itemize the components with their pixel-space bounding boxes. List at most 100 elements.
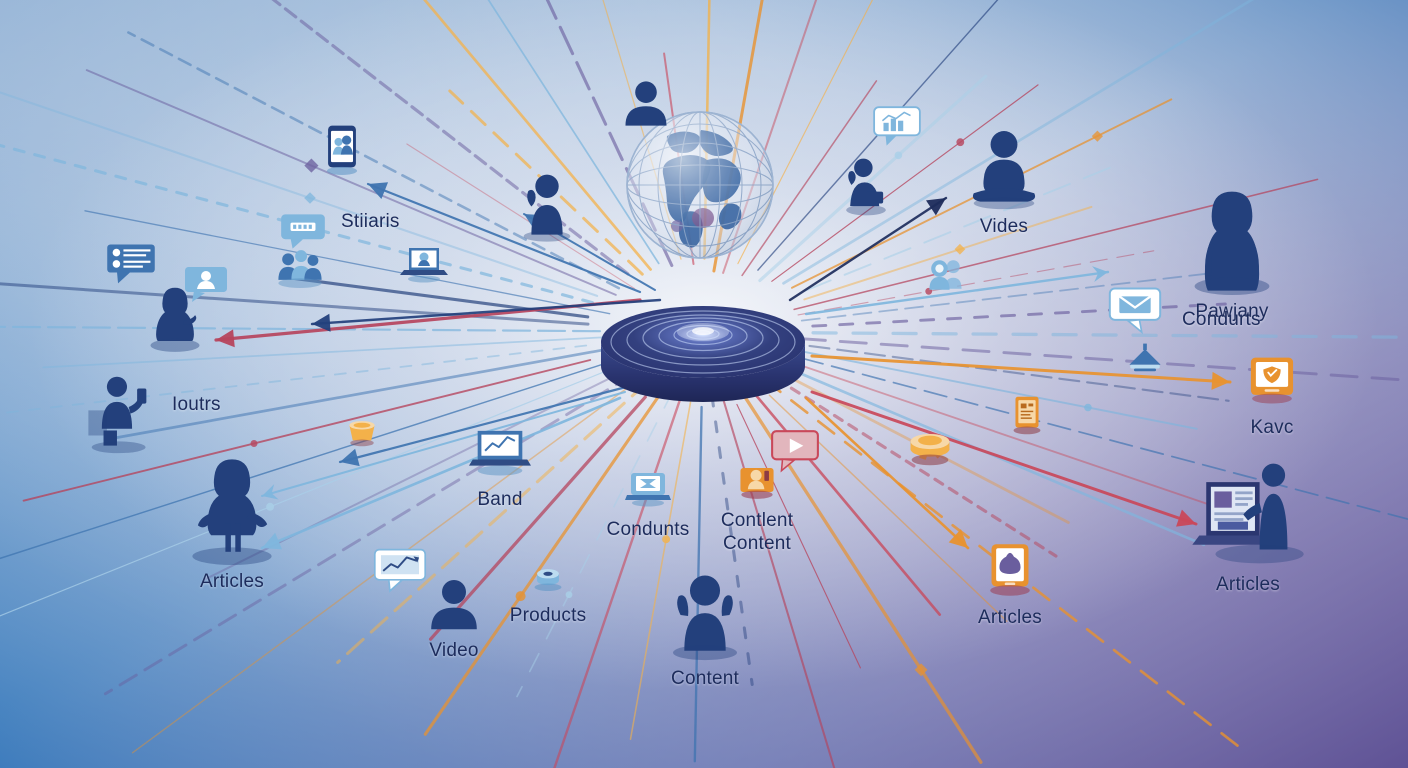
flow-arrow-line	[804, 270, 1110, 316]
connector-ray	[0, 143, 594, 305]
connector-ray	[0, 359, 615, 560]
node-n-condunts[interactable]: Condunts	[607, 463, 689, 540]
connector-ray	[811, 331, 1408, 339]
ray-node-dot	[515, 591, 526, 602]
person-raising-hands-icon	[673, 575, 737, 661]
node-n-chart-bubble-2[interactable]	[372, 544, 428, 600]
connector-ray	[127, 31, 621, 290]
connector-ray	[516, 389, 675, 698]
woman-standing-icon	[1194, 191, 1270, 295]
node-label: Articles	[1216, 574, 1280, 595]
connector-ray	[797, 337, 1408, 382]
connector-ray	[22, 359, 592, 502]
ray-node-diamond	[914, 663, 928, 677]
node-label: Ioutrs	[172, 393, 221, 415]
person-badge-icon	[740, 468, 774, 499]
flow-arrow-line	[338, 384, 632, 464]
flow-arrow-line	[261, 391, 626, 497]
node-n-stiiaris[interactable]: Stiiaris	[273, 211, 399, 295]
central-hub-disc[interactable]	[593, 280, 813, 410]
connector-ray	[406, 143, 636, 290]
connector-ray	[0, 325, 602, 333]
users-camera-icon	[929, 260, 962, 290]
node-n-listener[interactable]	[139, 282, 211, 354]
connector-ray	[629, 401, 692, 740]
node-label: Condurts	[1182, 309, 1261, 330]
coin-stack-icon	[910, 433, 950, 466]
profile-bubble-icon	[185, 267, 227, 302]
chat-bubble-icon	[281, 214, 325, 249]
node-n-laptop-user[interactable]	[399, 238, 449, 288]
card-orange-icon	[1013, 396, 1041, 435]
node-n-orange-card[interactable]	[1003, 392, 1051, 440]
flow-arrow-head	[1092, 266, 1108, 282]
flow-arrow-head	[926, 198, 946, 216]
phone-money-icon	[990, 544, 1030, 596]
node-n-person-top[interactable]	[619, 76, 673, 130]
node-n-profile-bubble[interactable]	[181, 260, 231, 310]
flow-arrow-head	[368, 182, 389, 200]
node-n-cam-users[interactable]	[922, 252, 968, 298]
connector-ray	[0, 91, 599, 297]
node-n-vides[interactable]: Vides	[962, 126, 1046, 237]
node-n-speaker[interactable]	[508, 166, 586, 244]
connector-ray	[85, 69, 617, 296]
connector-ray	[797, 250, 1155, 316]
node-label: Condunts	[606, 519, 690, 540]
node-label: Stiiaris	[341, 211, 400, 232]
connector-ray	[803, 162, 1121, 292]
node-n-chat-bubble[interactable]	[277, 206, 329, 258]
node-n-band[interactable]: Band	[469, 421, 531, 510]
node-n-mail-bubble[interactable]	[1107, 284, 1163, 340]
node-n-kavc[interactable]: Kavc	[1241, 349, 1303, 438]
node-label: Content	[671, 668, 739, 689]
node-n-products[interactable]: Products	[510, 557, 586, 626]
node-n-articles-lap[interactable]: Articles	[1190, 452, 1306, 595]
connector-ray	[103, 373, 634, 696]
ray-node-dot	[266, 502, 275, 511]
flow-arrow-line	[310, 298, 662, 326]
node-n-phone-group[interactable]	[313, 121, 371, 179]
globe	[615, 100, 785, 270]
node-label: Articles	[200, 571, 264, 592]
node-n-id-bubble[interactable]	[104, 238, 158, 292]
lamp-icon	[1129, 343, 1161, 372]
node-n-articles-woman[interactable]: Articles	[177, 455, 287, 592]
node-n-condurts[interactable]: Condurts	[1122, 309, 1261, 385]
connector-ray	[116, 348, 603, 439]
connector-ray	[423, 0, 652, 271]
flow-arrow-line	[810, 390, 1198, 526]
node-n-play-bubble[interactable]	[769, 426, 821, 478]
node-label-line: Content	[723, 533, 791, 555]
flow-arrow-line	[804, 396, 970, 550]
connector-ray	[0, 366, 618, 617]
connector-ray	[799, 350, 1198, 430]
connector-ray	[736, 403, 861, 669]
ray-node-dot	[1084, 403, 1092, 412]
node-n-content[interactable]: Content	[658, 568, 752, 689]
tablet-shield-icon	[1250, 357, 1294, 404]
laptop-user-icon	[400, 248, 448, 283]
node-n-coin-stack[interactable]	[903, 421, 957, 475]
bar-chart-bubble-icon	[873, 106, 921, 146]
node-n-video[interactable]: Video	[424, 574, 484, 661]
flow-arrow-head	[262, 532, 283, 550]
connector-ray	[0, 344, 588, 415]
id-card-bubble-icon	[107, 244, 155, 284]
monitor-chart-icon	[469, 430, 531, 476]
node-n-chart-bubble[interactable]	[871, 102, 923, 154]
flow-arrow-line	[810, 354, 1232, 384]
node-n-bucket[interactable]	[341, 411, 383, 453]
node-n-ioutrs[interactable]: Ioutrs	[80, 370, 221, 454]
connector-ray	[553, 390, 684, 768]
connector-ray	[803, 205, 1093, 301]
node-n-analyst[interactable]	[833, 152, 899, 218]
connector-ray	[782, 0, 1254, 285]
node-label: Band	[477, 489, 523, 510]
node-n-pawjany[interactable]: Pawjany	[1177, 185, 1287, 322]
puck-icon	[534, 569, 562, 592]
node-n-articles-phone[interactable]: Articles	[977, 535, 1043, 628]
node-label-line: Contlent	[720, 510, 794, 531]
